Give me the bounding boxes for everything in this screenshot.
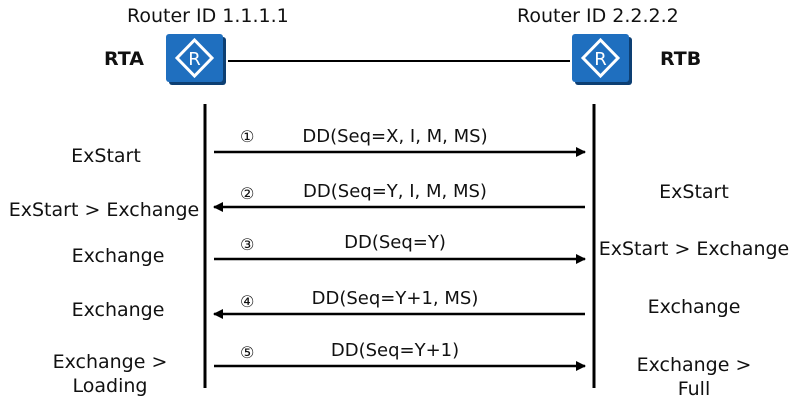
svg-text:R: R	[594, 49, 607, 70]
rta-state-5: Exchange > Loading	[52, 351, 168, 397]
step-number-2: ②	[240, 184, 255, 203]
message-label-4: DD(Seq=Y+1, MS)	[311, 288, 479, 309]
rta-state-4: Exchange	[71, 299, 165, 321]
router-icon: R	[166, 34, 226, 85]
rtb-router-id: Router ID 2.2.2.2	[517, 5, 679, 27]
rtb-state-2: ExStart	[659, 181, 729, 203]
message-label-2: DD(Seq=Y, I, M, MS)	[303, 181, 487, 202]
rta-state-2: ExStart > Exchange	[8, 199, 200, 221]
message-label-3: DD(Seq=Y)	[344, 232, 446, 253]
step-number-5: ⑤	[240, 343, 255, 362]
rta-state-3: Exchange	[71, 245, 165, 267]
message-label-5: DD(Seq=Y+1)	[330, 340, 460, 361]
rtb-state-5: Exchange > Full	[636, 354, 752, 400]
svg-text:R: R	[188, 49, 201, 70]
rtb-state-3: ExStart > Exchange	[598, 238, 790, 260]
rtb-state-4: Exchange	[647, 296, 741, 318]
rta-router-id: Router ID 1.1.1.1	[127, 5, 289, 27]
step-number-1: ①	[240, 127, 255, 146]
rta-name: RTA	[104, 48, 144, 70]
message-label-1: DD(Seq=X, I, M, MS)	[302, 126, 488, 147]
rta-state-1: ExStart	[71, 145, 141, 167]
step-number-4: ④	[240, 292, 255, 311]
rtb-name: RTB	[660, 48, 702, 70]
router-icon: R	[572, 34, 632, 85]
step-number-3: ③	[240, 235, 255, 254]
